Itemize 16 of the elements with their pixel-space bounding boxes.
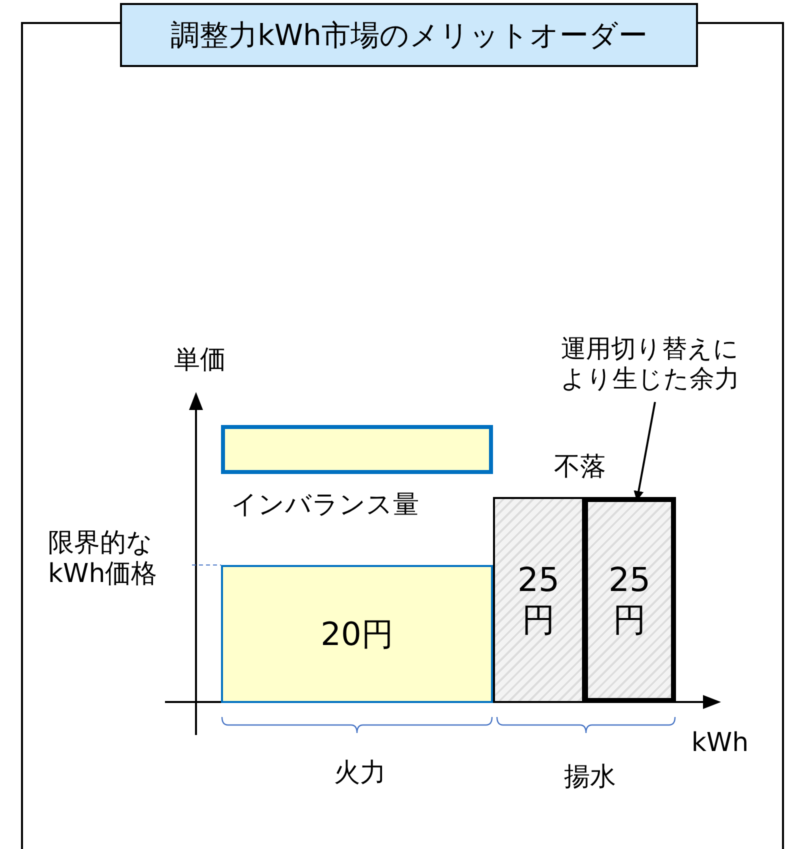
axis-title: kWh <box>690 728 750 760</box>
category-label: 揚水 <box>563 762 617 794</box>
price-label: 20円 <box>320 614 394 654</box>
price-label: 25円 <box>516 560 560 640</box>
price-label: 25円 <box>608 560 652 640</box>
title: 調整力kWh市場のメリットオーダー <box>120 3 698 67</box>
pumped-storage-bar <box>493 497 584 703</box>
axis-title: 単価 <box>173 345 227 376</box>
axis-note: 限界的なkWh価格 <box>48 528 158 590</box>
category-label: 火力 <box>333 758 387 790</box>
thermal-bar <box>221 565 493 703</box>
callout-text: 運用切り替えにより生じた余力 <box>560 334 740 394</box>
pumped-storage-bar <box>583 497 676 703</box>
bar-note: 不落 <box>553 452 607 484</box>
node-label: インバランス量 <box>230 490 420 522</box>
imbalance-bar <box>221 425 493 474</box>
